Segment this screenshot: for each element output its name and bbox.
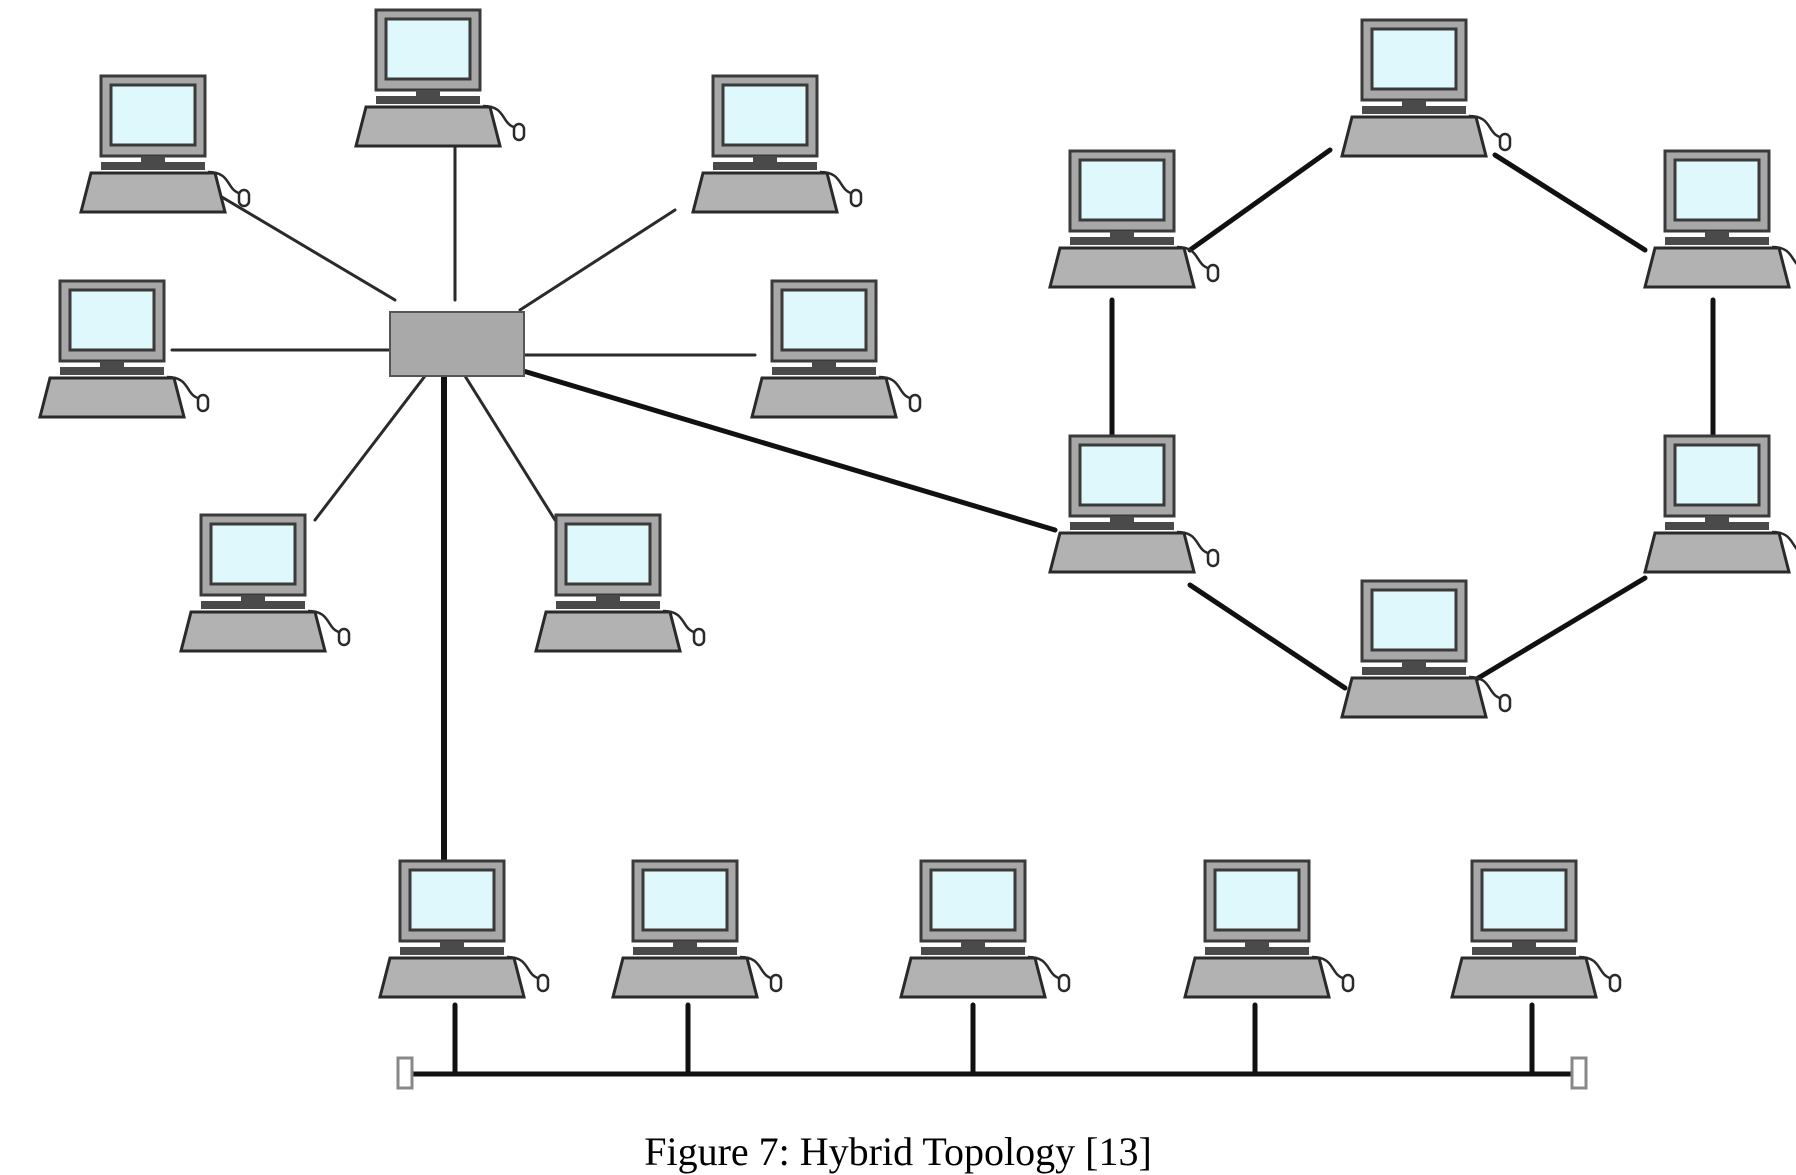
computer-icon [1048,434,1220,574]
bus-computers [378,859,1622,999]
link-hub-ring [517,367,1058,533]
computer-icon [534,513,706,653]
hub-icon [389,311,525,377]
terminator-icon [396,1056,414,1090]
computer-icon [899,859,1071,999]
computer-icon [611,859,783,999]
network-links [170,138,1716,1077]
computer-icon [1643,434,1796,574]
ring-computers [1048,18,1796,719]
computer-icon [1340,18,1512,158]
computer-icon [179,513,351,653]
computer-icon [354,8,526,148]
computer-icon [378,859,550,999]
computer-icon [691,74,863,214]
computer-icon [1048,149,1220,289]
ring-link-2 [1492,152,1648,253]
link-hub-star-pc-7 [463,374,557,522]
computer-icon [1340,579,1512,719]
figure-caption: Figure 7: Hybrid Topology [13] [644,1129,1152,1174]
ring-link-1 [1187,147,1333,253]
ring-link-4 [1472,575,1648,683]
computer-icon [1643,149,1796,289]
ring-link-5 [1187,582,1348,691]
computer-icon [750,279,922,419]
terminator-icon [1570,1056,1588,1090]
link-hub-star-pc-3 [518,208,677,312]
link-hub-star-pc-1 [208,188,397,302]
computer-icon [79,74,251,214]
computer-icon [1450,859,1622,999]
link-hub-star-pc-6 [313,374,427,522]
computer-icon [1183,859,1355,999]
